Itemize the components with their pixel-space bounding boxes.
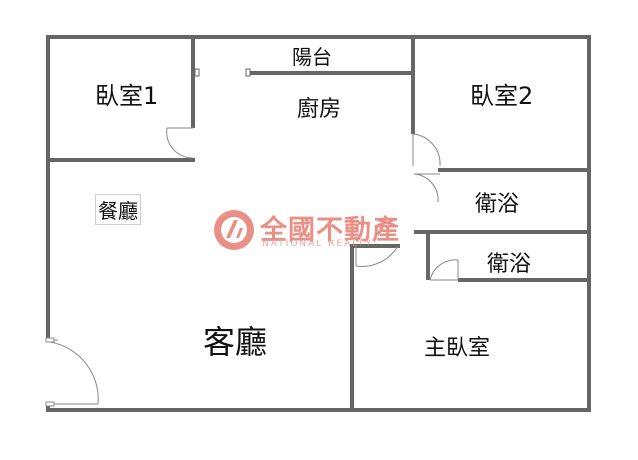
door-bedroom2 [412, 133, 441, 167]
label-bedroom2: 臥室2 [470, 82, 534, 110]
door-bedroom1 [166, 127, 194, 159]
watermark-subtitle: NATIONAL REALTY [262, 239, 374, 249]
label-bath1: 衛浴 [475, 192, 520, 217]
wall-stub [194, 68, 200, 77]
label-bath2: 衛浴 [487, 252, 532, 277]
label-living: 客廳 [203, 323, 268, 361]
label-dining: 餐廳 [95, 194, 141, 225]
label-bedroom1: 臥室1 [95, 82, 159, 110]
wall-stub [245, 68, 251, 77]
door-jamb [45, 337, 55, 343]
door-entrance [48, 339, 99, 405]
doors [45, 127, 459, 407]
label-kitchen: 廚房 [297, 97, 342, 122]
realty-watermark: 全國不動產 NATIONAL REALTY [212, 208, 427, 254]
realty-logo-icon [214, 210, 254, 250]
watermark-brand: 全國不動產 [260, 215, 400, 246]
door-bath1 [413, 173, 440, 203]
label-master-bedroom: 主臥室 [424, 336, 491, 361]
door-jamb [45, 401, 55, 407]
door-bath2 [429, 259, 459, 281]
door-master [355, 245, 399, 267]
wall-stubs [194, 68, 251, 77]
label-balcony: 陽台 [292, 45, 332, 69]
walls [46, 35, 591, 412]
